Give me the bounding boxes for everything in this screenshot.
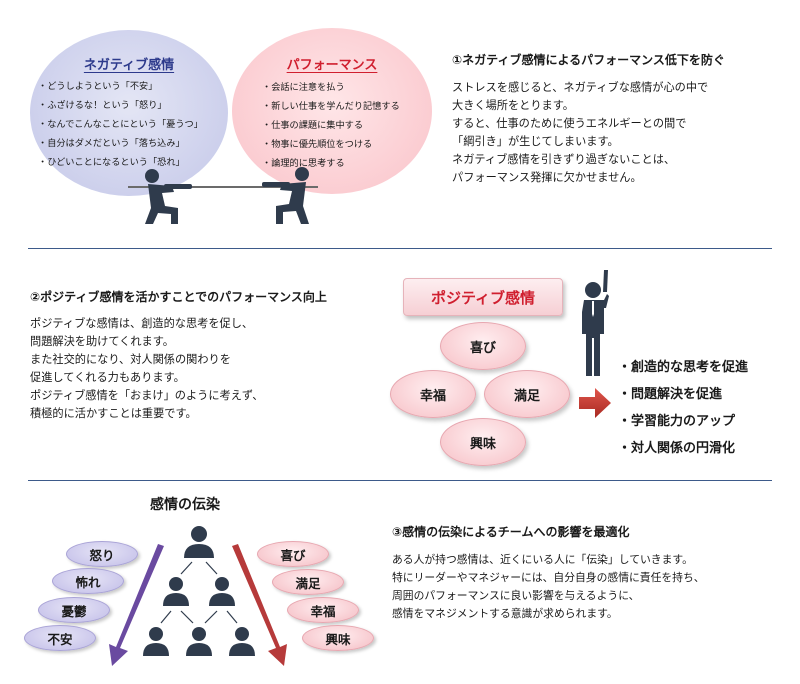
emotion-oval: 幸福 <box>390 370 476 418</box>
emotion-label: 幸福 <box>419 388 446 404</box>
list-item: 物事に優先順位をつける <box>262 135 400 154</box>
section1-heading: ①ネガティブ感情によるパフォーマンス低下を防ぐ <box>452 53 725 67</box>
list-item: 学習能力のアップ <box>618 408 748 435</box>
emotion-label: 憂鬱 <box>61 603 87 619</box>
contagion-title: 感情の伝染 <box>150 497 220 513</box>
list-item: ひどいことになるという「恐れ」 <box>38 153 203 172</box>
emotion-oval: 興味 <box>440 418 526 466</box>
negative-emotion-list: どうしようという「不安」 ふざけるな！という「怒り」 なんでこんなことにという「… <box>38 77 203 172</box>
tug-of-war-rope <box>128 186 318 188</box>
tug-of-war-person-right-icon <box>262 167 309 224</box>
section3-body: ある人が持つ感情は、近くにいる人に「伝染」していきます。 特にリーダーやマネジャ… <box>392 553 705 620</box>
section2-heading: ②ポジティブ感情を活かすことでのパフォーマンス向上 <box>30 290 327 304</box>
list-item: 自分はダメだという「落ち込み」 <box>38 134 203 153</box>
negative-emotion-pill: 怖れ <box>52 568 124 594</box>
section2-body: ポジティブな感情は、創造的な思考を促し、 問題解決を助けてくれます。 また社交的… <box>30 317 264 420</box>
emotion-label: 怒り <box>89 547 115 563</box>
negative-contagion-arrow-icon <box>109 544 164 666</box>
positive-emotion-pill: 幸福 <box>287 597 359 623</box>
positive-emotion-pill: 満足 <box>272 569 344 595</box>
positive-emotion-box: ポジティブ感情 <box>403 278 563 316</box>
people-pyramid-icon <box>143 526 255 656</box>
emotion-label: 興味 <box>469 436 496 452</box>
section-divider <box>28 480 772 481</box>
list-item: 仕事の課題に集中する <box>262 116 400 135</box>
emotion-label: 喜び <box>280 547 306 563</box>
positive-emotion-pill: 興味 <box>302 625 374 651</box>
list-item: 会話に注意を払う <box>262 78 400 97</box>
negative-emotion-pill: 不安 <box>24 625 96 651</box>
list-item: 問題解決を促進 <box>618 381 748 408</box>
list-item: 創造的な思考を促進 <box>618 354 748 381</box>
emotion-label: 怖れ <box>75 574 101 590</box>
section3-heading: ③感情の伝染によるチームへの影響を最適化 <box>392 525 630 539</box>
emotion-label: 満足 <box>295 575 321 591</box>
list-item: 新しい仕事を学んだり記憶する <box>262 97 400 116</box>
list-item: 論理的に思考する <box>262 154 400 173</box>
emotion-label: 幸福 <box>310 603 336 619</box>
performance-list: 会話に注意を払う 新しい仕事を学んだり記憶する 仕事の課題に集中する 物事に優先… <box>262 78 400 173</box>
raising-hand-person-icon <box>582 270 609 376</box>
emotion-oval: 満足 <box>484 370 570 418</box>
section1-body: ストレスを感じると、ネガティブな感情が心の中で 大きく場所をとります。 すると、… <box>452 81 709 184</box>
positive-emotion-title: ポジティブ感情 <box>430 288 536 307</box>
list-item: 対人関係の円滑化 <box>618 435 748 462</box>
list-item: なんでこんなことにという「憂うつ」 <box>38 115 203 134</box>
negative-emotion-pill: 憂鬱 <box>38 597 110 623</box>
emotion-oval: 喜び <box>440 322 526 370</box>
tug-of-war-person-left-icon <box>145 169 192 224</box>
emotion-label: 満足 <box>513 388 540 404</box>
emotion-label: 喜び <box>469 340 496 356</box>
list-item: ふざけるな！という「怒り」 <box>38 96 203 115</box>
positive-contagion-arrow-icon <box>232 544 287 666</box>
list-item: どうしようという「不安」 <box>38 77 203 96</box>
emotion-label: 興味 <box>325 631 351 647</box>
performance-title: パフォーマンス <box>286 58 378 73</box>
emotion-label: 不安 <box>47 631 73 647</box>
negative-emotion-pill: 怒り <box>66 541 138 567</box>
positive-emotion-pill: 喜び <box>257 541 329 567</box>
section-divider <box>28 248 772 249</box>
negative-emotion-title: ネガティブ感情 <box>83 58 175 73</box>
positive-effects-list: 創造的な思考を促進 問題解決を促進 学習能力のアップ 対人関係の円滑化 <box>618 354 748 462</box>
right-arrow-icon <box>579 388 611 418</box>
